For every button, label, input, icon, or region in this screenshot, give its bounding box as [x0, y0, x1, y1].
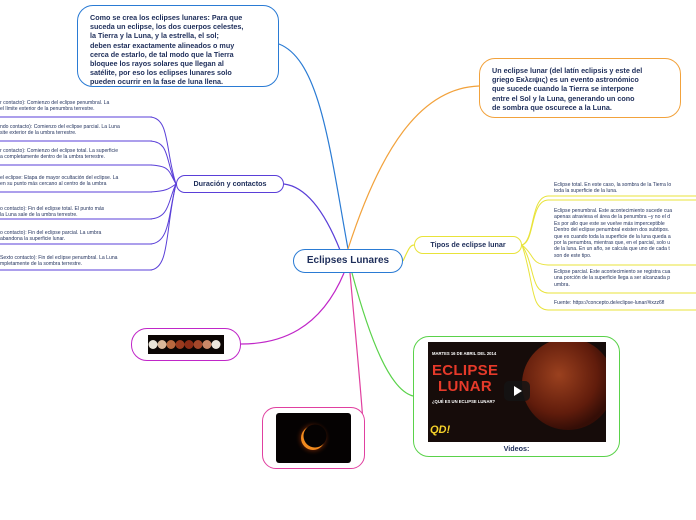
tipos-item-1[interactable]: Eclipse penumbral. Este acontecimiento s…: [554, 208, 696, 259]
duracion-item-5[interactable]: o contacto): Fin del eclipse parcial. La…: [0, 230, 101, 243]
definition-text: Un eclipse lunar (del latín eclipsis y e…: [492, 66, 668, 112]
creation-line-2: la Tierra y la Luna, y la estrella, el s…: [90, 31, 219, 41]
definition-line-2: que sucede cuando la Tierra se interpone: [492, 84, 634, 94]
play-button[interactable]: [504, 381, 530, 401]
duracion-item-1[interactable]: ndo contacto): Comienzo del eclipse parc…: [0, 124, 120, 137]
tipos-item-2[interactable]: Eclipse parcial. Este acontecimiento se …: [554, 269, 696, 288]
duracion-item-3-line-0: el eclipse: Etapa de mayor ocultación de…: [0, 175, 119, 181]
play-icon: [514, 386, 522, 396]
duracion-item-4[interactable]: o contacto): Fin del eclipse total. El p…: [0, 206, 104, 219]
video-caption: Videos:: [503, 444, 530, 453]
tipos-item-1-line-6: de la luna. En un año, se calcula que un…: [554, 246, 670, 253]
video-brand-logo: QD!: [430, 424, 451, 436]
duracion-item-1-line-0: ndo contacto): Comienzo del eclipse parc…: [0, 124, 120, 130]
video-thumbnail[interactable]: MARTES 16 DE ABRIL DEL 2014 ECLIPSE LUNA…: [428, 342, 606, 442]
video-subtitle: ¿QUÉ ES UN ECLIPSE LUNAR?: [432, 399, 496, 404]
definition-line-1: griego Εκλειψις) es un evento astronómic…: [492, 75, 639, 85]
tipos-topic[interactable]: Tipos de eclipse lunar: [414, 236, 522, 254]
tipos-item-0-line-0: Eclipse total. En este caso, la sombra d…: [554, 182, 672, 188]
tipos-item-2-line-1: una porción de la superficie llega a ser…: [554, 275, 671, 282]
tipos-item-0[interactable]: Eclipse total. En este caso, la sombra d…: [554, 182, 696, 195]
tipos-item-3-line-0: Fuente: https://concepto.de/eclipse-luna…: [554, 300, 665, 306]
tipos-item-1-line-2: Es por allo que este se vuelve más imper…: [554, 220, 665, 227]
duracion-item-6-line-0: Sexto contacto): Fin del eclipse penumbr…: [0, 255, 118, 261]
duracion-item-0-line-0: r contacto): Comienzo del eclipse penumb…: [0, 100, 110, 106]
eclipse-sequence-image-node[interactable]: [131, 328, 241, 361]
video-background: [428, 342, 606, 442]
tipos-item-1-line-4: que es cuando toda la superficie de la l…: [554, 233, 671, 240]
duracion-item-3[interactable]: el eclipse: Etapa de mayor ocultación de…: [0, 175, 118, 188]
definition-line-0: Un eclipse lunar (del latín eclipsis y e…: [492, 66, 643, 75]
duracion-topic[interactable]: Duración y contactos: [176, 175, 284, 193]
solar-ring-image: [276, 413, 351, 463]
tipos-item-2-line-0: Eclipse parcial. Este acontecimiento se …: [554, 269, 671, 275]
duracion-item-6-line-1: mpletamente de la sombra terrestre.: [0, 261, 83, 268]
duracion-item-2[interactable]: r contacto): Comienzo del eclipse total.…: [0, 148, 118, 161]
duracion-item-0-line-1: el límite exterior de la penumbra terres…: [0, 106, 95, 113]
creation-line-1: suceda un eclipse, los dos cuerpos celes…: [90, 22, 244, 32]
video-node[interactable]: MARTES 16 DE ABRIL DEL 2014 ECLIPSE LUNA…: [413, 336, 620, 457]
tipos-item-0-line-1: toda la superficie de la luna.: [554, 188, 618, 195]
duracion-item-5-line-1: abandona la superficie lunar.: [0, 236, 66, 243]
duracion-item-5-line-0: o contacto): Fin del eclipse parcial. La…: [0, 230, 102, 236]
tipos-item-3[interactable]: Fuente: https://concepto.de/eclipse-luna…: [554, 300, 696, 306]
tipos-item-1-line-5: por la penumbra, mientras que, en el par…: [554, 240, 671, 247]
definition-line-3: entre el Sol y la Luna, generando un con…: [492, 93, 635, 103]
video-title-1: ECLIPSE: [432, 362, 499, 379]
duracion-item-1-line-1: site exterior de la umbra terrestre.: [0, 130, 77, 137]
definition-bubble[interactable]: Un eclipse lunar (del latín eclipsis y e…: [479, 58, 681, 118]
eclipse-sequence-image: [148, 335, 224, 354]
creation-line-7: pueden ocurrir en la fase de luna llena.: [90, 77, 224, 87]
tipos-item-2-line-2: umbra.: [554, 281, 570, 288]
duracion-item-3-line-1: en su punto más cercano al centro de la …: [0, 181, 107, 188]
tipos-item-1-line-0: Eclipse penumbral. Este acontecimiento s…: [554, 208, 673, 214]
duracion-item-6[interactable]: Sexto contacto): Fin del eclipse penumbr…: [0, 255, 118, 268]
central-topic[interactable]: Eclipses Lunares: [293, 249, 403, 273]
video-date-line: MARTES 16 DE ABRIL DEL 2014: [432, 351, 497, 356]
tipos-item-1-line-7: son de este tipo.: [554, 252, 592, 259]
duracion-item-2-line-0: r contacto): Comienzo del eclipse total.…: [0, 148, 119, 154]
creation-line-3: deben estar exactamente alineados o muy: [90, 40, 235, 50]
creation-line-6: satélite, por eso los eclipses lunares s…: [90, 68, 232, 78]
creation-text: Como se crea los eclipses lunares: Para …: [90, 13, 266, 87]
tipos-item-1-line-1: apenas atraviesa el área de la penumbra …: [554, 214, 671, 221]
creation-line-5: bloquee los rayos solares que llegan al: [90, 59, 224, 69]
duracion-item-4-line-0: o contacto): Fin del eclipse total. El p…: [0, 206, 105, 212]
creation-line-0: Como se crea los eclipses lunares: Para …: [90, 13, 243, 22]
definition-line-4: de sombra que oscurece a la Luna.: [492, 102, 612, 112]
tipos-item-1-line-3: Dentro del eclipse penumbral existen dos…: [554, 227, 670, 234]
duracion-item-0[interactable]: r contacto): Comienzo del eclipse penumb…: [0, 100, 109, 113]
solar-ring-image-node[interactable]: [262, 407, 365, 469]
duracion-item-4-line-1: la Luna sale de la umbra terrestre.: [0, 212, 78, 219]
duracion-item-2-line-1: a completamente dentro de la umbra terre…: [0, 154, 106, 161]
creation-line-4: cerca de estarlo, de tal modo que la Tie…: [90, 49, 234, 59]
video-title-2: LUNAR: [438, 378, 492, 395]
creation-bubble[interactable]: Como se crea los eclipses lunares: Para …: [77, 5, 279, 87]
